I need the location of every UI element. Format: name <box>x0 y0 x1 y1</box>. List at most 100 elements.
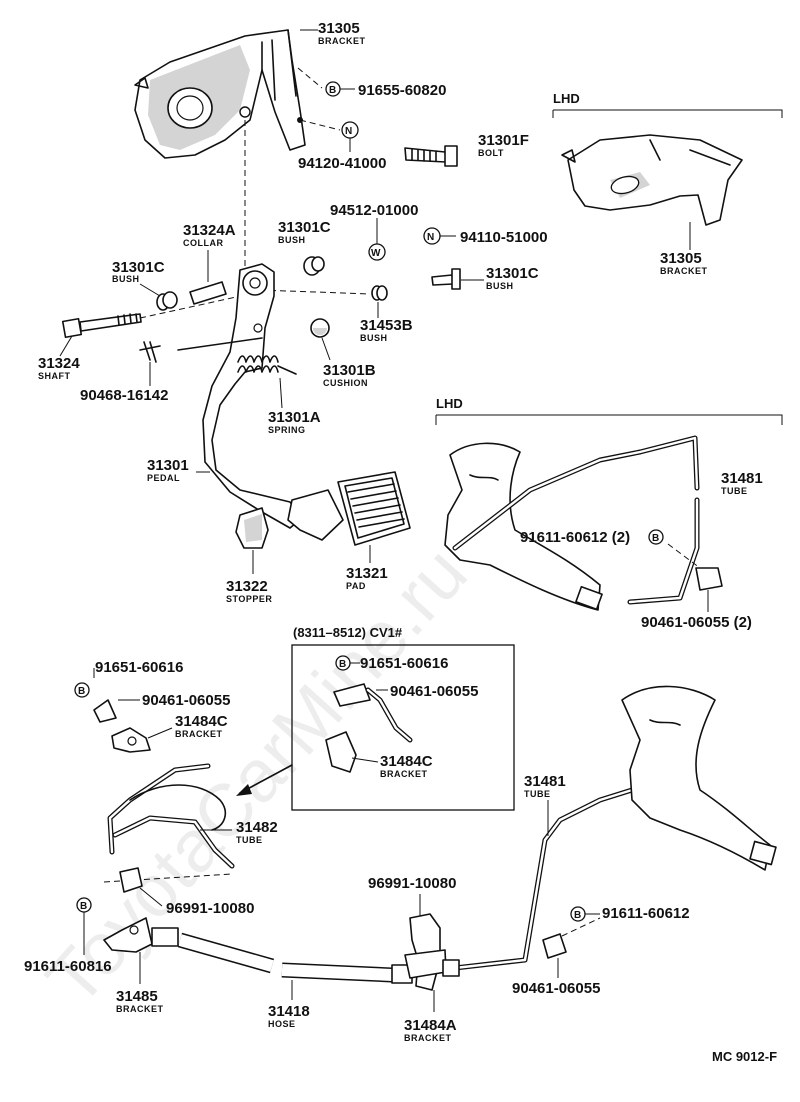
b-mark: B <box>652 533 659 544</box>
callout-31301B-sub: CUSHION <box>323 378 368 388</box>
cushion-31301B-drawing <box>310 318 330 338</box>
callout-31481-lhd-sub: TUBE <box>721 486 748 496</box>
callout-31482-sub: TUBE <box>236 835 263 845</box>
callout-90468-16142: 90468-16142 <box>80 387 168 404</box>
callout-31301A: 31301A <box>268 409 321 426</box>
callout-31301C-a: 31301C <box>112 259 165 276</box>
bracket-31484A-drawing <box>404 913 447 991</box>
callout-94110-51000: 94110-51000 <box>460 229 548 246</box>
callout-31301C-b: 31301C <box>278 219 331 236</box>
collar-31324A-drawing <box>189 281 227 305</box>
tube-fitting-drawing <box>442 959 460 977</box>
n-mark: N <box>427 232 434 243</box>
callout-31484C-a-sub: BRACKET <box>175 729 223 739</box>
page-code: MC 9012-F <box>712 1049 777 1064</box>
callout-91611-60612-2: 91611-60612 (2) <box>520 529 630 546</box>
callout-94512-01000: 94512-01000 <box>330 202 418 219</box>
bush-31301C-right-drawing <box>303 256 325 276</box>
callout-31322: 31322 <box>226 578 268 595</box>
callout-31301B: 31301B <box>323 362 376 379</box>
callout-96991-10080-a: 96991-10080 <box>166 900 254 917</box>
b-mark: B <box>339 659 346 670</box>
callout-31324A: 31324A <box>183 222 236 239</box>
cylinder-outline <box>129 784 227 831</box>
callout-31301F: 31301F <box>478 132 529 149</box>
callout-31418-sub: HOSE <box>268 1019 296 1029</box>
callout-31305-lhd-sub: BRACKET <box>660 266 708 276</box>
bracket-31484C-drawing <box>111 727 151 753</box>
callout-31301F-sub: BOLT <box>478 148 504 158</box>
callout-31321: 31321 <box>346 565 388 582</box>
pedal-bracket-drawing <box>134 29 306 159</box>
lhd-tube-bracket-line <box>435 414 783 425</box>
callout-31485: 31485 <box>116 988 158 1005</box>
callout-31481-lhd: 31481 <box>721 470 763 487</box>
callout-31453A-sub: BUSH <box>486 281 514 291</box>
callout-31481-main-sub: TUBE <box>524 789 551 799</box>
shaft-31324-drawing <box>61 313 142 339</box>
callout-91651-60616-a: 91651-60616 <box>95 659 183 676</box>
callout-31484A: 31484A <box>404 1017 457 1034</box>
callout-31301: 31301 <box>147 457 189 474</box>
callout-31481-main: 31481 <box>524 773 566 790</box>
lhd-tube-header: LHD <box>436 396 463 411</box>
lhd-bracket-bracket-line <box>552 109 783 118</box>
lhd-pedal-bracket-drawing <box>561 134 743 226</box>
bolt-small-drawing <box>93 699 117 723</box>
callout-31322-sub: STOPPER <box>226 594 272 604</box>
inset-range-label: (8311–8512) CV1# <box>293 625 403 640</box>
callout-31484C-b: 31484C <box>380 753 433 770</box>
callout-31301A-sub: SPRING <box>268 425 306 435</box>
callout-31418: 31418 <box>268 1003 310 1020</box>
callout-31301C-a-sub: BUSH <box>112 274 140 284</box>
bush-31453B-drawing <box>371 285 388 301</box>
callout-31484C-b-sub: BRACKET <box>380 769 428 779</box>
b-mark: B <box>574 910 581 921</box>
clip-90468-16142-drawing <box>139 341 161 363</box>
lhd-master-cylinder-drawing <box>444 442 603 611</box>
callout-31324: 31324 <box>38 355 80 372</box>
callout-31321-sub: PAD <box>346 581 366 591</box>
callout-31301-sub: PEDAL <box>147 473 180 483</box>
callout-94120-41000: 94120-41000 <box>298 155 386 172</box>
callout-31301C-b-sub: BUSH <box>278 235 306 245</box>
callout-31305-top: 31305 <box>318 20 360 37</box>
callout-31484C-a: 31484C <box>175 713 228 730</box>
w-mark: W <box>371 248 381 259</box>
hose-31418-drawing <box>151 927 413 984</box>
n-mark: N <box>345 126 352 137</box>
b-mark: B <box>80 901 87 912</box>
callout-90461-06055-a: 90461-06055 <box>142 692 230 709</box>
callout-31453B: 31453B <box>360 317 413 334</box>
spring-31301A-drawing <box>177 337 297 375</box>
callout-31453A: 31301C <box>486 265 539 282</box>
clamp-90461-drawing <box>542 933 567 959</box>
lhd-tube-clamp-drawing <box>695 567 723 591</box>
clutch-pedal-31301-drawing <box>202 263 344 541</box>
callout-31324-sub: SHAFT <box>38 371 71 381</box>
clip-96991-10080-left-drawing <box>119 867 143 893</box>
callout-91651-60616-b: 91651-60616 <box>360 655 448 672</box>
callout-96991-10080-b: 96991-10080 <box>368 875 456 892</box>
inset-bracket-drawing <box>325 683 413 773</box>
callout-91611-60612: 91611-60612 <box>602 905 690 922</box>
callout-91655-60820: 91655-60820 <box>358 82 446 99</box>
arrow-head-icon <box>236 784 252 796</box>
bush-31301C-left-drawing <box>156 291 178 311</box>
callout-31305-top-sub: BRACKET <box>318 36 366 46</box>
callout-90461-06055-c: 90461-06055 <box>512 980 600 997</box>
callout-31484A-sub: BRACKET <box>404 1033 452 1043</box>
callout-31324A-sub: COLLAR <box>183 238 224 248</box>
stopper-31322-drawing <box>235 507 269 549</box>
master-cylinder-drawing <box>621 685 777 871</box>
callout-31305-lhd: 31305 <box>660 250 702 267</box>
callout-31482: 31482 <box>236 819 278 836</box>
inset-box <box>291 644 515 811</box>
lhd-bracket-header: LHD <box>553 91 580 106</box>
b-mark: B <box>78 686 85 697</box>
callout-90461-06055-b: 90461-06055 <box>390 683 478 700</box>
bolt-31301F-drawing <box>404 145 458 167</box>
callout-90461-06055-2: 90461-06055 (2) <box>641 614 752 631</box>
callout-31453B-sub: BUSH <box>360 333 388 343</box>
